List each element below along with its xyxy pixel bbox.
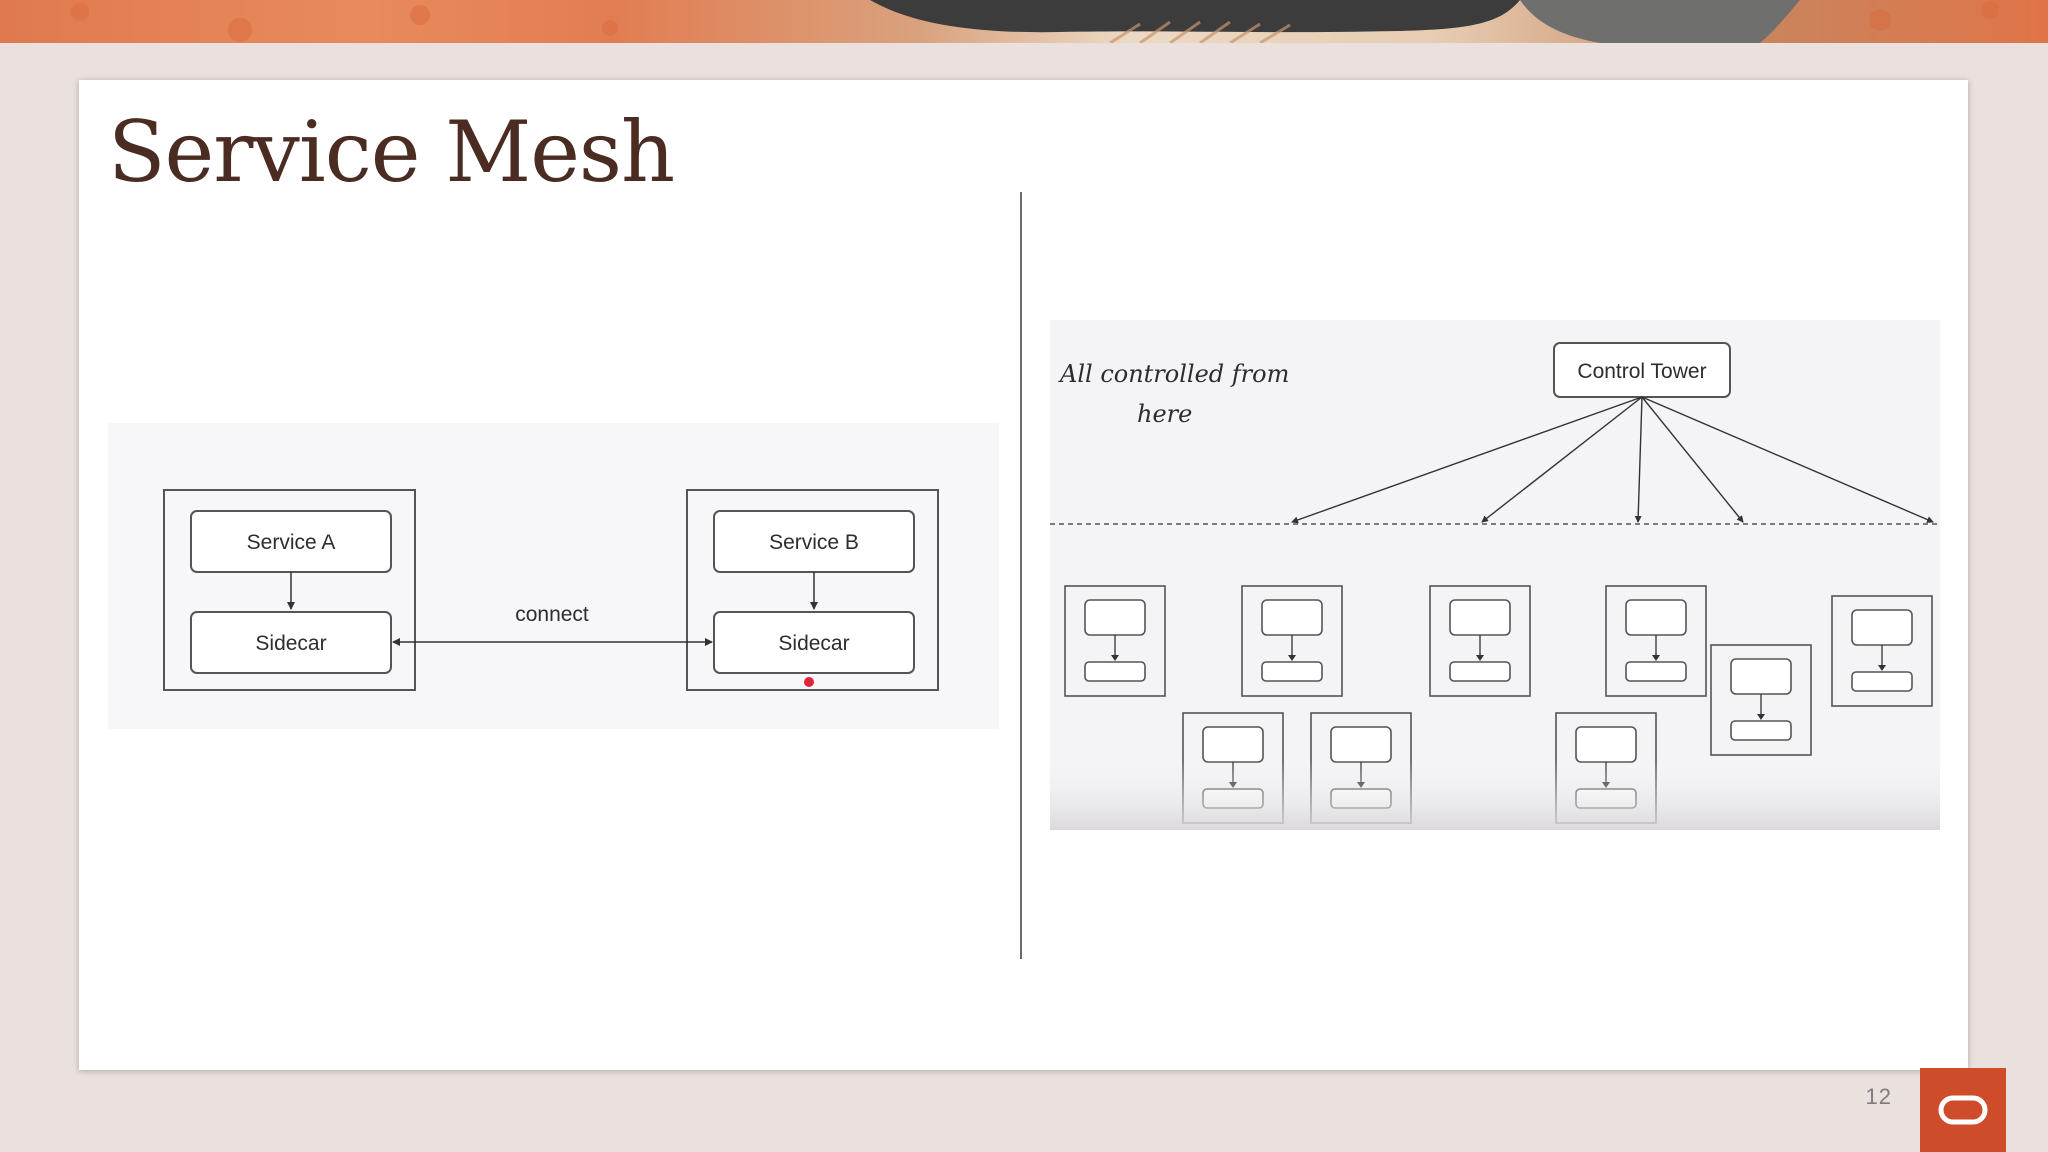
brand-logo-badge xyxy=(1920,1068,2006,1152)
service-node xyxy=(1241,585,1343,697)
service-node xyxy=(1710,644,1812,756)
sidecar-b-label: Sidecar xyxy=(778,632,849,655)
control-plane-diagram: Control Tower All controlled from here xyxy=(1050,320,1940,830)
page-number: 12 xyxy=(1865,1084,1892,1109)
pod-a-frame xyxy=(163,489,416,691)
slide-title: Service Mesh xyxy=(108,103,675,201)
sidecar-diagram-svg: Service A Sidecar Service B Sidecar conn… xyxy=(163,489,939,691)
column-divider xyxy=(1020,192,1022,959)
oracle-logo-icon xyxy=(1938,1095,1988,1125)
service-b-label: Service B xyxy=(769,531,859,554)
service-node xyxy=(1064,585,1166,697)
connect-label: connect xyxy=(515,603,589,626)
sidecar-b-box xyxy=(713,611,915,674)
control-links xyxy=(1291,396,1934,524)
sidecar-a-label: Sidecar xyxy=(255,632,326,655)
control-plane-diagram-svg: Control Tower All controlled from here xyxy=(1050,342,1940,830)
control-tower-label: Control Tower xyxy=(1577,360,1706,383)
note-line-1: All controlled from xyxy=(1058,360,1289,388)
service-a-label: Service A xyxy=(247,531,336,554)
service-node xyxy=(1429,585,1531,697)
pod-b-frame xyxy=(686,489,939,691)
note-line-2: here xyxy=(1137,400,1192,428)
laser-pointer-dot xyxy=(804,677,814,687)
service-node xyxy=(1831,595,1933,707)
service-node xyxy=(1605,585,1707,697)
sidecar-a-box xyxy=(190,611,392,674)
banner-artwork xyxy=(71,0,1999,43)
bottom-fade xyxy=(1050,760,1940,830)
sidecar-diagram: Service A Sidecar Service B Sidecar conn… xyxy=(108,423,999,729)
decorative-banner xyxy=(0,0,2048,43)
slide: Service Mesh Service A Sidecar Service B… xyxy=(79,80,1968,1070)
